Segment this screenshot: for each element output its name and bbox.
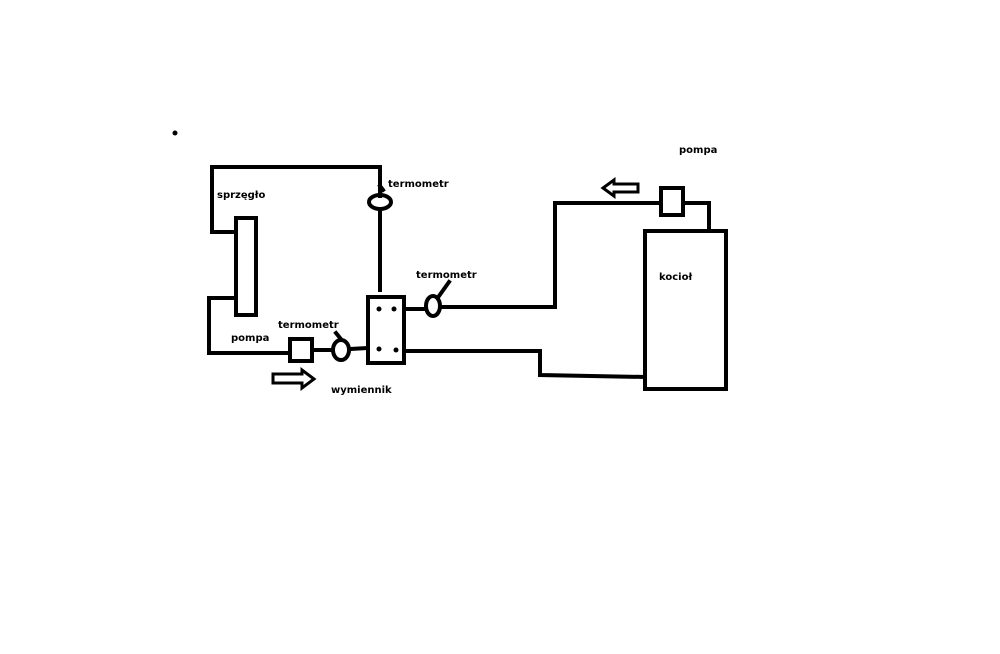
termometr-top bbox=[367, 193, 393, 211]
label-pompa-right: pompa bbox=[679, 145, 717, 156]
termometr-left-stem bbox=[333, 330, 343, 341]
stray-dot bbox=[172, 130, 178, 136]
label-kociol: kocioł bbox=[659, 272, 692, 283]
flow-arrow-right bbox=[600, 177, 640, 199]
pompa-right bbox=[659, 186, 685, 217]
sprzeglo-bottom-pipe bbox=[207, 296, 292, 355]
label-termometr-mid: termometr bbox=[416, 270, 477, 281]
pipe-supply-to-pump bbox=[439, 201, 663, 309]
termometr-mid bbox=[424, 294, 442, 318]
pipe-pump-to-boiler bbox=[681, 201, 711, 233]
sprzeglo-coupler bbox=[234, 216, 258, 317]
exchanger-port-br bbox=[393, 347, 399, 353]
label-termometr-top: termometr bbox=[388, 179, 449, 190]
wymiennik-exchanger bbox=[366, 295, 406, 365]
kociol-boiler bbox=[643, 229, 728, 391]
exchanger-port-bl bbox=[376, 346, 382, 352]
termometr-mid-stem bbox=[436, 279, 452, 299]
termometr-top-stem bbox=[377, 183, 386, 193]
flow-arrow-left bbox=[271, 367, 317, 391]
label-pompa-left: pompa bbox=[231, 333, 269, 344]
pipe-return bbox=[402, 349, 648, 380]
termometr-left bbox=[331, 338, 351, 362]
label-termometr-left: termometr bbox=[278, 320, 339, 331]
pipe-thermometer-to-exchanger-bottom bbox=[347, 345, 371, 352]
label-sprzeglo: sprzęgło bbox=[217, 190, 266, 201]
sprzeglo-top-pipe bbox=[210, 165, 238, 234]
label-wymiennik: wymiennik bbox=[331, 385, 392, 396]
pompa-left bbox=[288, 337, 314, 363]
exchanger-port-tl bbox=[376, 306, 382, 312]
exchanger-port-tr bbox=[391, 306, 397, 312]
